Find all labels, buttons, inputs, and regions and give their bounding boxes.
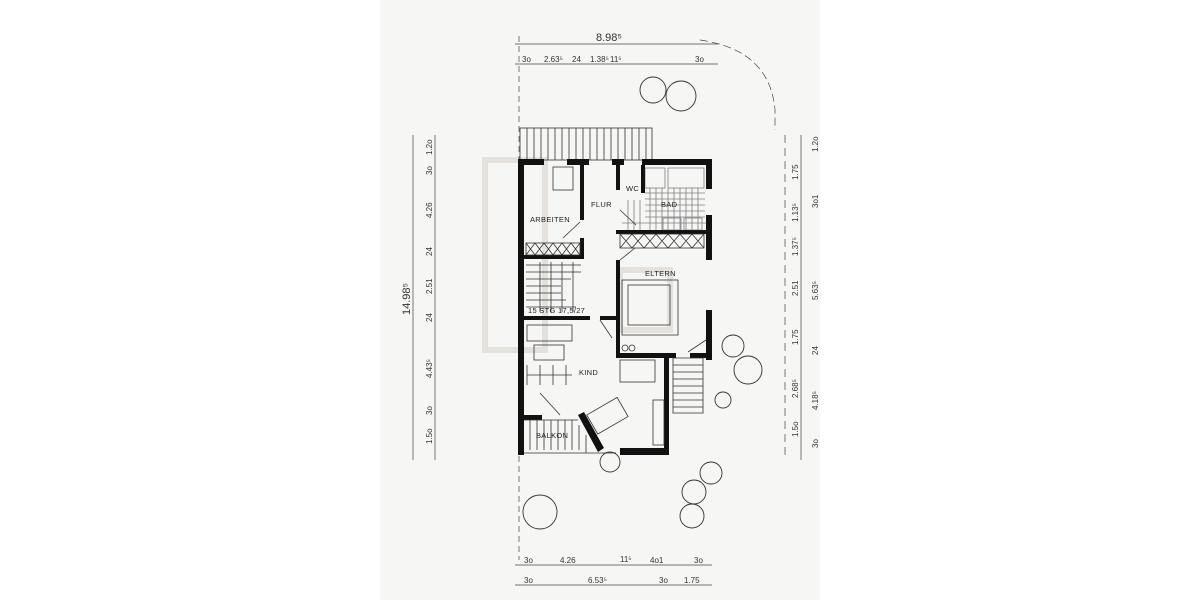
dim-label: 3o1	[811, 194, 820, 208]
balcony	[524, 419, 616, 454]
dim-label: 2.51	[425, 278, 434, 294]
dim-label: 11⁵	[620, 555, 632, 564]
dim-label: 4.18⁵	[811, 391, 820, 410]
dim-left-total: 14.98⁵	[401, 283, 413, 315]
stair-label: 15 STG 17,5/27	[528, 306, 585, 315]
room-label-balkon: BALKON	[536, 431, 568, 440]
dim-label: 3o	[811, 439, 820, 448]
dim-label: 2.68⁵	[791, 379, 800, 398]
dim-label: 3o	[522, 55, 531, 64]
dim-label: 1.5o	[425, 428, 434, 444]
dim-label: 1.37⁵	[791, 237, 800, 256]
dim-label: 3o	[524, 556, 533, 565]
room-label-bad: BAD	[661, 200, 678, 209]
staircase	[526, 262, 581, 312]
dim-label: 11⁵	[610, 55, 622, 64]
furniture	[526, 166, 679, 435]
dim-label: 2.63⁵	[544, 55, 563, 64]
dim-label: 3o	[659, 576, 668, 585]
paper-sheet	[380, 0, 820, 600]
room-label-wc: WC	[626, 184, 639, 193]
dim-label: 4.43⁵	[425, 359, 434, 378]
dim-label: 24	[425, 313, 434, 322]
dim-top-total: 8.98⁵	[596, 32, 622, 44]
dim-label: 3o	[425, 406, 434, 415]
dim-label: 3o	[694, 556, 703, 565]
room-label-arbeiten: ARBEITEN	[530, 215, 570, 224]
door-swings	[539, 209, 707, 416]
dim-label: 4.26	[425, 202, 434, 218]
room-labels: ARBEITEN FLUR WC BAD ELTERN 15 STG 17,5/…	[528, 184, 678, 440]
right-dimensions: 1.75 1.13⁵ 1.37⁵ 2.51 1.75 2.68⁵ 1.5o 1.…	[784, 135, 820, 460]
left-dimensions: 14.98⁵ 1.2o 3o 4.26 24 2.51 24 4.43⁵ 3o …	[401, 135, 436, 460]
walls	[518, 159, 712, 455]
room-label-kind: KIND	[579, 368, 598, 377]
dim-label: 2.51	[791, 280, 800, 296]
dim-label: 1.38⁵	[590, 55, 609, 64]
dim-label: 24	[572, 55, 581, 64]
dim-label: 5.63⁵	[811, 281, 820, 300]
cabinets	[525, 233, 705, 446]
dim-label: 1.2o	[811, 136, 820, 152]
entry-steps	[672, 357, 704, 414]
dim-label: 3o	[524, 576, 533, 585]
dim-label: 3o	[695, 55, 704, 64]
dim-label: 6.53⁵	[588, 576, 607, 585]
dim-label: 4.26	[560, 556, 576, 565]
dim-label: 24	[811, 346, 820, 355]
dim-label: 1.13⁵	[791, 203, 800, 222]
dim-label: 1.75	[791, 329, 800, 345]
dim-label: 4o1	[650, 556, 664, 565]
room-label-flur: FLUR	[591, 200, 612, 209]
dim-label: 1.75	[684, 576, 700, 585]
dim-label: 1.75	[791, 164, 800, 180]
bath-tiles	[622, 167, 706, 231]
trees	[522, 76, 763, 530]
room-label-eltern: ELTERN	[645, 269, 676, 278]
dim-label: 3o	[425, 166, 434, 175]
dim-label: 1.5o	[791, 421, 800, 437]
dim-label: 1.2o	[425, 139, 434, 155]
bottom-dimensions: 3o 4.26 11⁵ 4o1 3o 3o 6.53⁵ 3o 1.75	[515, 555, 712, 586]
dim-label: 24	[425, 247, 434, 256]
